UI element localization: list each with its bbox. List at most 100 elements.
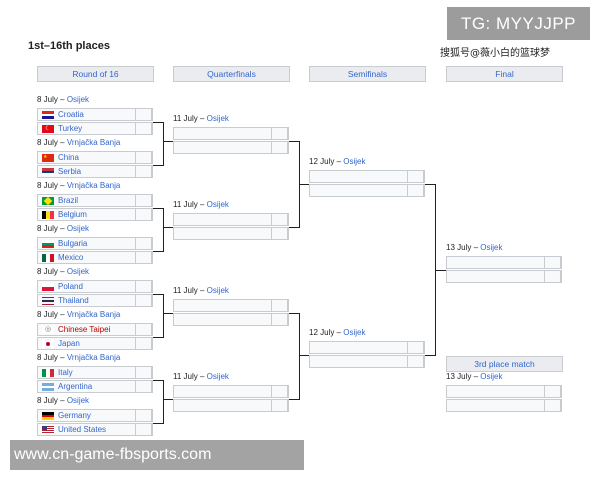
match-venue-link[interactable]: Osijek (66, 396, 90, 405)
score-cell (407, 355, 424, 368)
match-date: 8 July (37, 95, 58, 104)
team-name-link[interactable]: Serbia (58, 167, 82, 176)
watermark-tg: TG: MYYJJPP (447, 7, 590, 40)
match-date: 13 July (446, 243, 472, 252)
match-date-label: 8 July – Vrnjačka Banja (37, 353, 120, 363)
date-separator: – (57, 396, 67, 405)
match-venue-link[interactable]: Vrnjačka Banja (66, 353, 121, 362)
match-date: 8 July (37, 181, 58, 190)
match-venue-link[interactable]: Osijek (66, 224, 90, 233)
bracket-connector (289, 399, 299, 400)
team-name-link[interactable]: Brazil (58, 196, 79, 205)
team-row: Croatia (37, 108, 153, 121)
match-venue-link[interactable]: Osijek (480, 243, 503, 252)
team-name-link[interactable]: Thailand (58, 296, 89, 305)
italy-flag-icon (42, 369, 54, 377)
date-separator: – (197, 114, 207, 123)
team-name-link[interactable]: Germany (58, 411, 91, 420)
empty-team-row (309, 184, 425, 197)
bracket-connector (163, 227, 173, 228)
match-venue-link[interactable]: Vrnjačka Banja (66, 310, 121, 319)
date-separator: – (57, 95, 67, 104)
team-name-link[interactable]: United States (58, 425, 107, 434)
poland-flag-icon (42, 283, 54, 291)
match-date: 11 July (173, 114, 198, 123)
score-cell (407, 341, 424, 354)
match-venue-link[interactable]: Osijek (66, 95, 90, 104)
argentina-flag-icon (42, 383, 54, 391)
match-date-label: 8 July – Vrnjačka Banja (37, 138, 120, 148)
bracket-connector (153, 294, 163, 295)
match-venue-link[interactable]: Osijek (343, 328, 366, 337)
match-date-label: 11 July – Osijek (173, 114, 229, 124)
empty-team-row (173, 141, 289, 154)
match-venue-link[interactable]: Vrnjačka Banja (66, 181, 121, 190)
team-name-link[interactable]: China (58, 153, 79, 162)
team-row: Thailand (37, 294, 153, 307)
score-cell (271, 313, 288, 326)
score-cell (135, 280, 152, 293)
score-cell (135, 208, 152, 221)
team-name-link[interactable]: Mexico (58, 253, 84, 262)
date-separator: – (57, 267, 67, 276)
bracket-connector (425, 355, 435, 356)
date-separator: – (57, 224, 67, 233)
match-venue-link[interactable]: Osijek (206, 286, 229, 295)
match-venue-link[interactable]: Osijek (343, 157, 366, 166)
date-separator: – (334, 157, 344, 166)
empty-team-row (173, 313, 289, 326)
score-cell (271, 141, 288, 154)
date-separator: – (471, 243, 481, 252)
team-name-link[interactable]: Croatia (58, 110, 84, 119)
turkey-flag-icon: ☾ (42, 125, 54, 133)
empty-team-row (173, 127, 289, 140)
match-venue-link[interactable]: Osijek (206, 200, 229, 209)
team-row: Germany (37, 409, 153, 422)
match-date-label: 13 July – Osijek (446, 372, 503, 382)
date-separator: – (197, 372, 207, 381)
score-cell (135, 366, 152, 379)
score-cell (544, 399, 561, 412)
bracket-connector (289, 141, 299, 142)
match-venue-link[interactable]: Osijek (206, 372, 229, 381)
team-name-link[interactable]: Italy (58, 368, 73, 377)
team-name-link[interactable]: Japan (58, 339, 80, 348)
match-date: 8 July (37, 138, 58, 147)
round-header-third-place: 3rd place match (446, 356, 563, 372)
bracket-connector (153, 337, 163, 338)
match-venue-link[interactable]: Osijek (480, 372, 503, 381)
team-name-link[interactable]: Belgium (58, 210, 87, 219)
team-name-link[interactable]: Poland (58, 282, 83, 291)
empty-team-row (173, 227, 289, 240)
date-separator: – (57, 310, 67, 319)
empty-team-row (446, 256, 562, 269)
team-name-link[interactable]: Turkey (58, 124, 83, 133)
date-separator: – (57, 181, 67, 190)
match-date-label: 8 July – Osijek (37, 224, 89, 234)
round-header-semifinals: Semifinals (309, 66, 426, 82)
belgium-flag-icon (42, 211, 54, 219)
team-name-link[interactable]: Bulgaria (58, 239, 88, 248)
team-row: ◎Chinese Taipei (37, 323, 153, 336)
score-cell (271, 213, 288, 226)
match-venue-link[interactable]: Osijek (66, 267, 90, 276)
match-venue-link[interactable]: Osijek (206, 114, 229, 123)
round-header-quarterfinals: Quarterfinals (173, 66, 290, 82)
team-row: ★China (37, 151, 153, 164)
team-name-link[interactable]: Argentina (58, 382, 93, 391)
bracket-connector (153, 208, 163, 209)
thailand-flag-icon (42, 297, 54, 305)
match-date: 11 July (173, 372, 198, 381)
bracket-connector (425, 184, 435, 185)
team-row: Serbia (37, 165, 153, 178)
serbia-flag-icon (42, 168, 54, 176)
match-venue-link[interactable]: Vrnjačka Banja (66, 138, 121, 147)
bracket-connector (163, 208, 164, 252)
score-cell (544, 270, 561, 283)
match-date: 12 July (309, 157, 335, 166)
team-name-link[interactable]: Chinese Taipei (58, 325, 111, 334)
score-cell (544, 256, 561, 269)
bracket-connector (153, 380, 163, 381)
match-date: 11 July (173, 286, 198, 295)
match-date: 8 July (37, 353, 58, 362)
